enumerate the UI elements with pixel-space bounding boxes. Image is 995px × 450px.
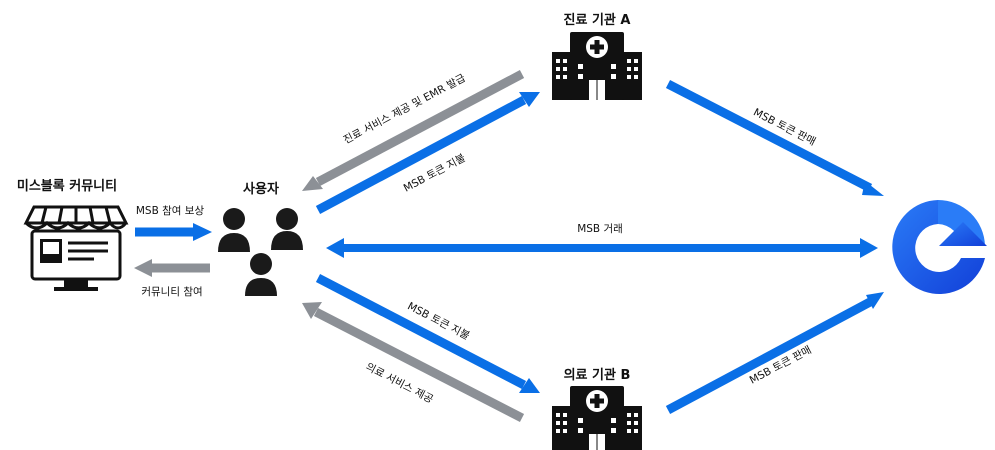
arrow-clinic-a-service (302, 70, 525, 191)
exchange-logo-icon (892, 200, 987, 294)
arrow-community-participation (134, 259, 210, 277)
edge-label-community-participation: 커뮤니티 참여 (141, 286, 202, 298)
arrow-community-reward (135, 223, 212, 241)
store-icon (23, 205, 129, 291)
hospital-icon (552, 386, 642, 450)
edge-label-trade: MSB 거래 (577, 223, 623, 235)
edge-label-community-reward: MSB 참여 보상 (136, 205, 205, 217)
community-title: 미스블록 커뮤니티 (17, 178, 117, 194)
clinic-b-title: 의료 기관 B (564, 367, 631, 383)
arrow-clinic-b-sell (665, 292, 884, 414)
hospital-icon (552, 32, 642, 100)
clinic-a-title: 진료 기관 A (564, 12, 631, 28)
users-title: 사용자 (243, 181, 279, 197)
arrow-clinic-a-payment (315, 92, 540, 214)
arrow-clinic-a-sell (665, 79, 884, 196)
arrow-trade (326, 238, 878, 258)
arrow-clinic-b-payment (315, 274, 540, 393)
arrow-clinic-b-service (302, 302, 525, 423)
users-icon (218, 208, 303, 296)
